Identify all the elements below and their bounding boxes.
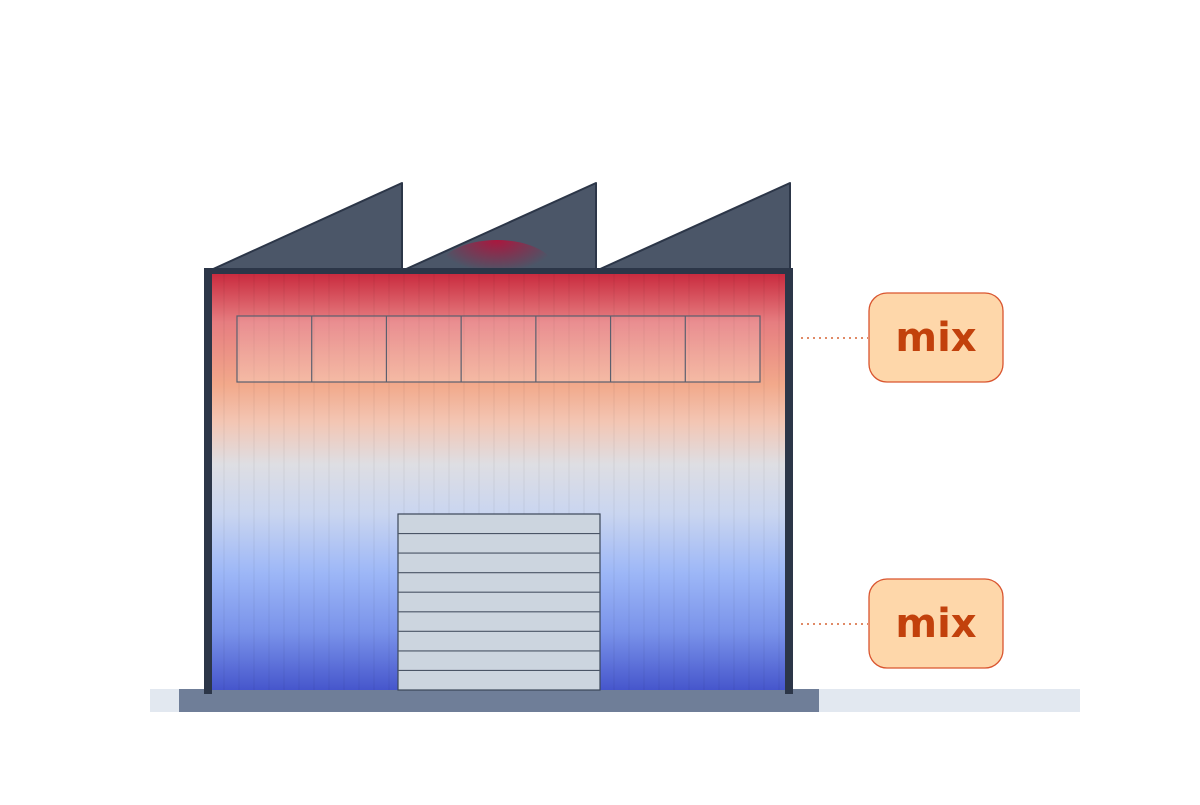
door-slats: [398, 533, 600, 671]
upper-label: mix: [895, 315, 976, 361]
window-frame: [236, 315, 761, 383]
roof-tooth: [210, 182, 403, 271]
roll-up-door: [397, 513, 601, 691]
lower-callout: mix: [801, 578, 1004, 669]
left-wall-post: [204, 268, 212, 694]
right-wall-post: [785, 268, 793, 694]
upper-label-box: [868, 292, 1004, 383]
sawtooth-roof: [210, 182, 791, 271]
upper-callout: mix: [801, 292, 1004, 383]
window-band: [236, 315, 761, 383]
lower-label: mix: [895, 601, 976, 647]
window-dividers: [311, 316, 686, 382]
door-panel: [397, 513, 601, 691]
lower-label-box: [868, 578, 1004, 669]
roof-beam: [204, 268, 793, 274]
roof-tooth: [597, 182, 791, 271]
foundation: [179, 689, 819, 712]
